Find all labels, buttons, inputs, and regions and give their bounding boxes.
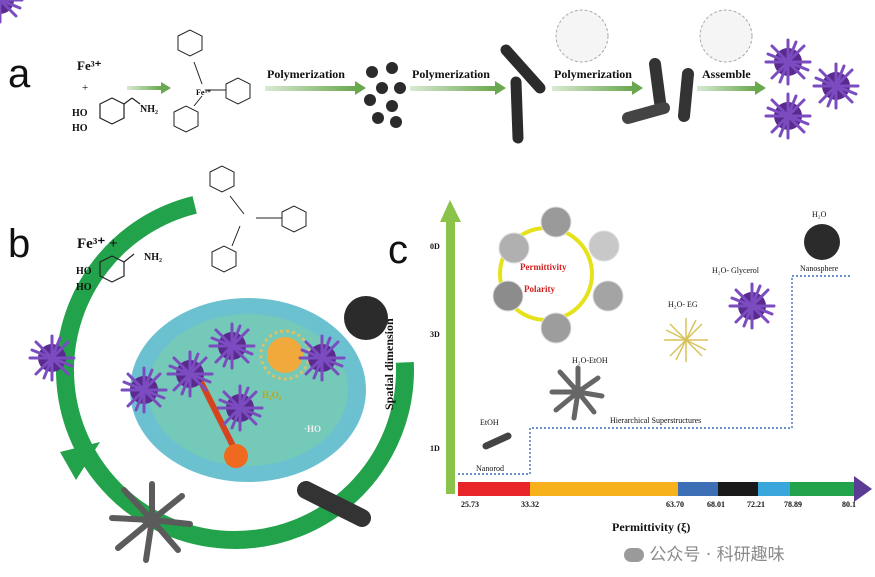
fe-complex-b xyxy=(209,165,307,273)
y-axis-label: Spatial dimension xyxy=(382,318,396,410)
nanorod-c xyxy=(482,432,512,450)
y-tick-2: 1D xyxy=(430,444,440,453)
polymer-structure-circle xyxy=(555,9,753,63)
nanorods-a xyxy=(622,58,694,124)
fe-complex-a xyxy=(173,29,251,133)
nucleus-particle xyxy=(267,337,303,373)
watermark: 公众号 · 科研趣味 xyxy=(624,540,785,565)
step-label-3: Assemble xyxy=(702,67,751,81)
x-tick-4: 72.21 xyxy=(747,500,765,509)
plus-sign: + xyxy=(82,82,89,94)
amine-label: NH₂ xyxy=(140,104,158,115)
hydroxyl-label-2: HO xyxy=(72,123,88,134)
sem-image-ring xyxy=(492,206,624,344)
gray-superstructure xyxy=(109,481,193,563)
complex-fe-label: Fe³⁺ xyxy=(196,88,211,97)
yellow-urchin xyxy=(664,318,708,362)
shape-label-hierarchical: Hierarchical Superstructures xyxy=(610,416,702,425)
dimension-step-line xyxy=(458,275,852,475)
panel-b-label: b xyxy=(8,222,31,266)
hydroxyl-label-b2: HO xyxy=(76,282,92,293)
x-axis-color-bar xyxy=(458,476,872,502)
amine-label-b: NH₂ xyxy=(144,252,162,263)
x-tick-0: 25.73 xyxy=(461,500,479,509)
nanorod-b xyxy=(297,481,371,527)
x-axis-label: Permittivity (ξ) xyxy=(612,520,691,534)
solvent-label-etoh: EtOH xyxy=(480,418,499,427)
panel-c-label: c xyxy=(388,228,408,272)
solvent-label-h2o-etoh: H₂O-EtOH xyxy=(572,356,608,365)
fe-ion-label: Fe³⁺ xyxy=(77,58,102,73)
cycle-arrowhead xyxy=(60,442,100,480)
y-tick-1: 3D xyxy=(430,330,440,339)
step-label-1: Polymerization xyxy=(412,67,490,81)
nanoparticle-cluster xyxy=(364,62,406,128)
x-tick-2: 63.70 xyxy=(666,500,684,509)
y-axis-bar xyxy=(446,218,455,494)
nanoparticle-chain xyxy=(500,44,546,144)
permittivity-ring-label: Permittivity xyxy=(520,262,567,272)
solvent-label-h2o: H₂O xyxy=(812,210,827,219)
step-label-0: Polymerization xyxy=(267,67,345,81)
hydroxyl-radical-label: ·HO xyxy=(304,424,322,434)
polarity-ring-label: Polarity xyxy=(524,284,555,294)
solvent-label-h2o-glycerol: H₂O- Glycerol xyxy=(712,266,759,275)
cell-body xyxy=(130,298,366,482)
h2o2-label: H₂O₂ xyxy=(262,390,282,400)
reaction-arrow-0 xyxy=(127,82,171,94)
shape-label-nanorod: Nanorod xyxy=(476,464,504,473)
panel-a-label: a xyxy=(8,52,31,96)
reaction-arrow-1 xyxy=(265,81,366,95)
probe-beam xyxy=(197,378,239,454)
watermark-prefix: 公众号 xyxy=(649,545,701,565)
y-tick-0: 0D xyxy=(430,242,440,251)
gray-superstructure-c xyxy=(549,365,605,421)
reaction-arrow-4 xyxy=(697,81,766,95)
watermark-name: 科研趣味 xyxy=(716,545,785,565)
nanosphere-c xyxy=(804,224,840,260)
step-label-2: Polymerization xyxy=(554,67,632,81)
x-tick-5: 78.89 xyxy=(784,500,802,509)
x-tick-1: 33.32 xyxy=(521,500,539,509)
watermark-dot: · xyxy=(705,545,712,565)
wechat-icon xyxy=(624,548,644,562)
reaction-arrow-2 xyxy=(410,81,506,95)
x-tick-6: 80.1 xyxy=(842,500,856,509)
solvent-label-h2o-eg: H₂O- EG xyxy=(668,300,698,309)
shape-label-nanosphere: Nanosphere xyxy=(800,264,839,273)
reaction-arrow-3 xyxy=(552,81,643,95)
hydroxyl-label-b1: HO xyxy=(76,266,92,277)
x-tick-3: 68.01 xyxy=(707,500,725,509)
fe-label-b: Fe³⁺ + xyxy=(77,236,118,252)
hydroxyl-label-1: HO xyxy=(72,108,88,119)
